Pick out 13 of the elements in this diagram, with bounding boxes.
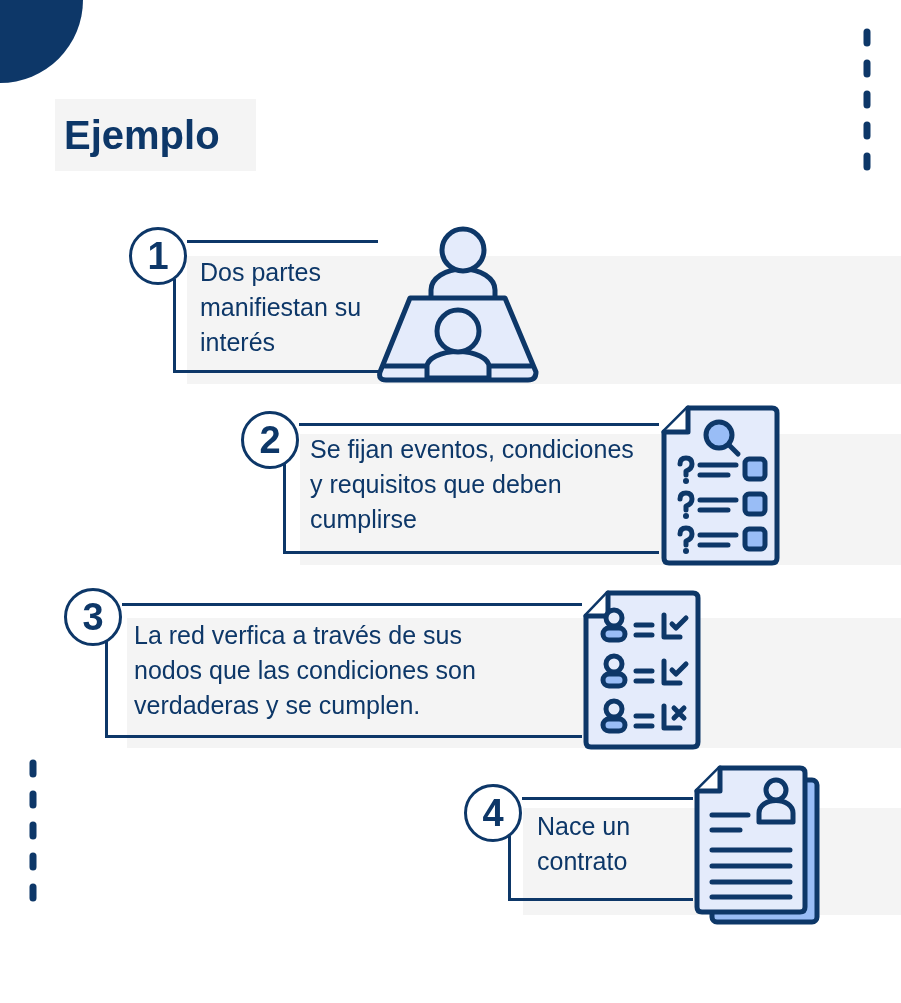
step-text: Se fijan eventos, condiciones y requisitos que deben cumplirse bbox=[310, 434, 635, 535]
step-number: 4 bbox=[464, 784, 522, 842]
step-number: 2 bbox=[241, 411, 299, 469]
step-box bbox=[187, 240, 378, 373]
step-text: Dos partes manifiestan su interés bbox=[200, 257, 363, 358]
step-number: 1 bbox=[129, 227, 187, 285]
step-box bbox=[122, 603, 582, 738]
step-box bbox=[299, 423, 659, 554]
step-box bbox=[522, 797, 693, 901]
title: Ejemplo bbox=[55, 99, 256, 171]
step-text: Nace un contrato bbox=[537, 811, 632, 877]
step-text: La red verfica a través de sus nodos que las condiciones son verdaderas y se cumplen. bbox=[134, 620, 477, 721]
step-number: 3 bbox=[64, 588, 122, 646]
